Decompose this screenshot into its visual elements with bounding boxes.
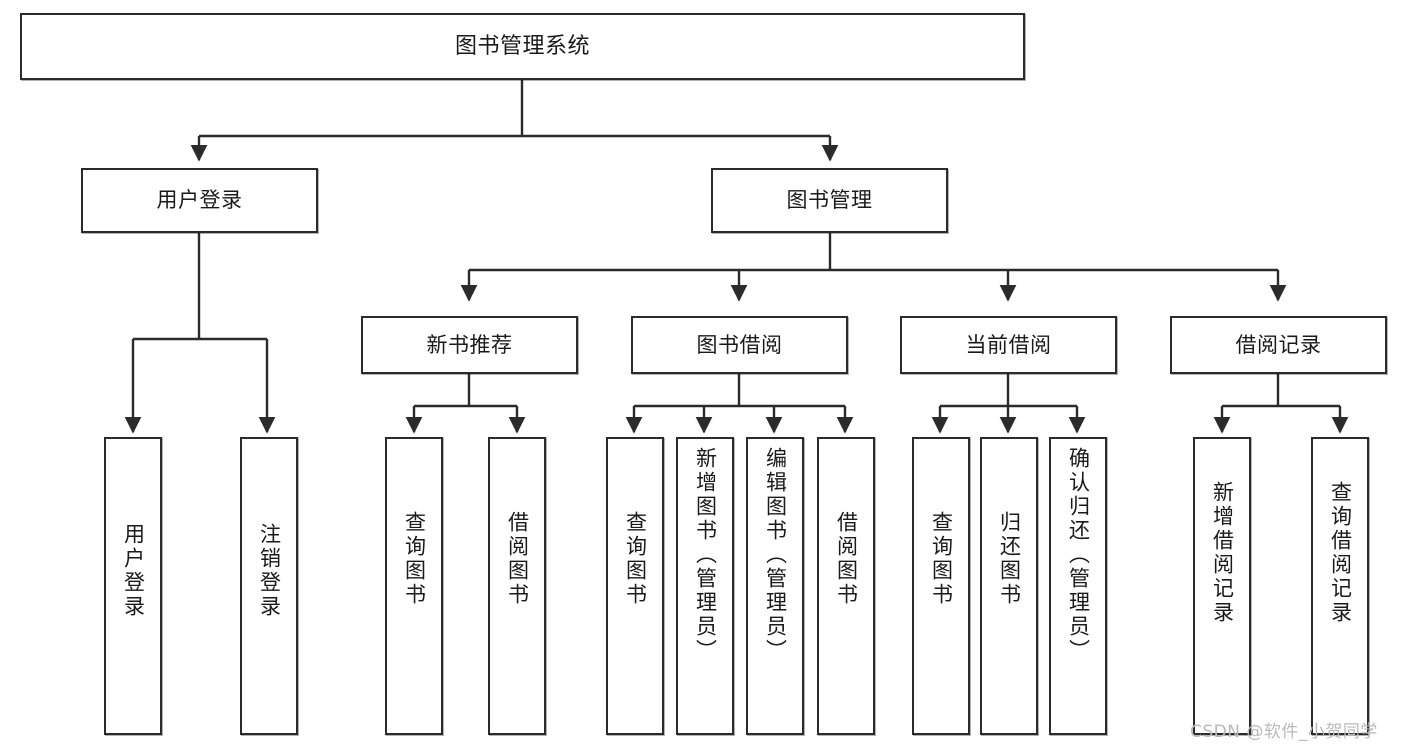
node-root-label: 图书管理系统 [454,33,590,59]
leaf-user-login-1[interactable]: 注销登录 [240,437,298,735]
leaf-current-borrow-1[interactable]: 归还图书 [980,437,1038,735]
node-borrow-record-label: 借阅记录 [1235,332,1322,357]
node-new-book-recommend[interactable]: 新书推荐 [361,316,578,374]
leaf-label: 编辑图书（管理员） [763,447,788,663]
leaf-borrow-record-0[interactable]: 新增借阅记录 [1193,437,1251,735]
leaf-label: 用户登录 [121,523,146,619]
leaf-label: 查询借阅记录 [1328,481,1353,625]
leaf-label: 新增图书（管理员） [693,447,718,663]
node-user-login-label: 用户登录 [156,188,243,213]
node-book-borrow[interactable]: 图书借阅 [631,316,848,374]
watermark-text: CSDN @软件_小贺同学 [1190,722,1378,742]
leaf-current-borrow-0[interactable]: 查询图书 [912,437,970,735]
leaf-current-borrow-2[interactable]: 确认归还（管理员） [1049,437,1107,735]
leaf-label: 查询图书 [929,511,954,607]
leaf-label: 注销登录 [257,523,282,619]
node-book-manage-label: 图书管理 [786,188,873,213]
node-borrow-record[interactable]: 借阅记录 [1170,316,1387,374]
leaf-label: 借阅图书 [505,511,530,607]
leaf-label: 确认归还（管理员） [1066,447,1091,663]
leaf-new-book-1[interactable]: 借阅图书 [488,437,546,735]
leaf-label: 查询图书 [402,511,427,607]
node-current-borrow[interactable]: 当前借阅 [900,316,1117,374]
leaf-borrow-record-1[interactable]: 查询借阅记录 [1311,437,1369,735]
leaf-book-borrow-2[interactable]: 编辑图书（管理员） [746,437,804,735]
leaf-label: 归还图书 [997,511,1022,607]
node-book-manage[interactable]: 图书管理 [711,168,948,233]
node-root[interactable]: 图书管理系统 [20,13,1025,80]
node-user-login[interactable]: 用户登录 [81,168,318,233]
leaf-user-login-0[interactable]: 用户登录 [104,437,162,735]
leaf-label: 借阅图书 [834,511,859,607]
leaf-book-borrow-0[interactable]: 查询图书 [606,437,664,735]
node-current-borrow-label: 当前借阅 [965,332,1052,357]
leaf-new-book-0[interactable]: 查询图书 [385,437,443,735]
leaf-label: 查询图书 [623,511,648,607]
node-new-book-recommend-label: 新书推荐 [426,332,513,357]
node-book-borrow-label: 图书借阅 [696,332,783,357]
leaf-book-borrow-3[interactable]: 借阅图书 [817,437,875,735]
leaf-label: 新增借阅记录 [1210,481,1235,625]
leaf-book-borrow-1[interactable]: 新增图书（管理员） [676,437,734,735]
